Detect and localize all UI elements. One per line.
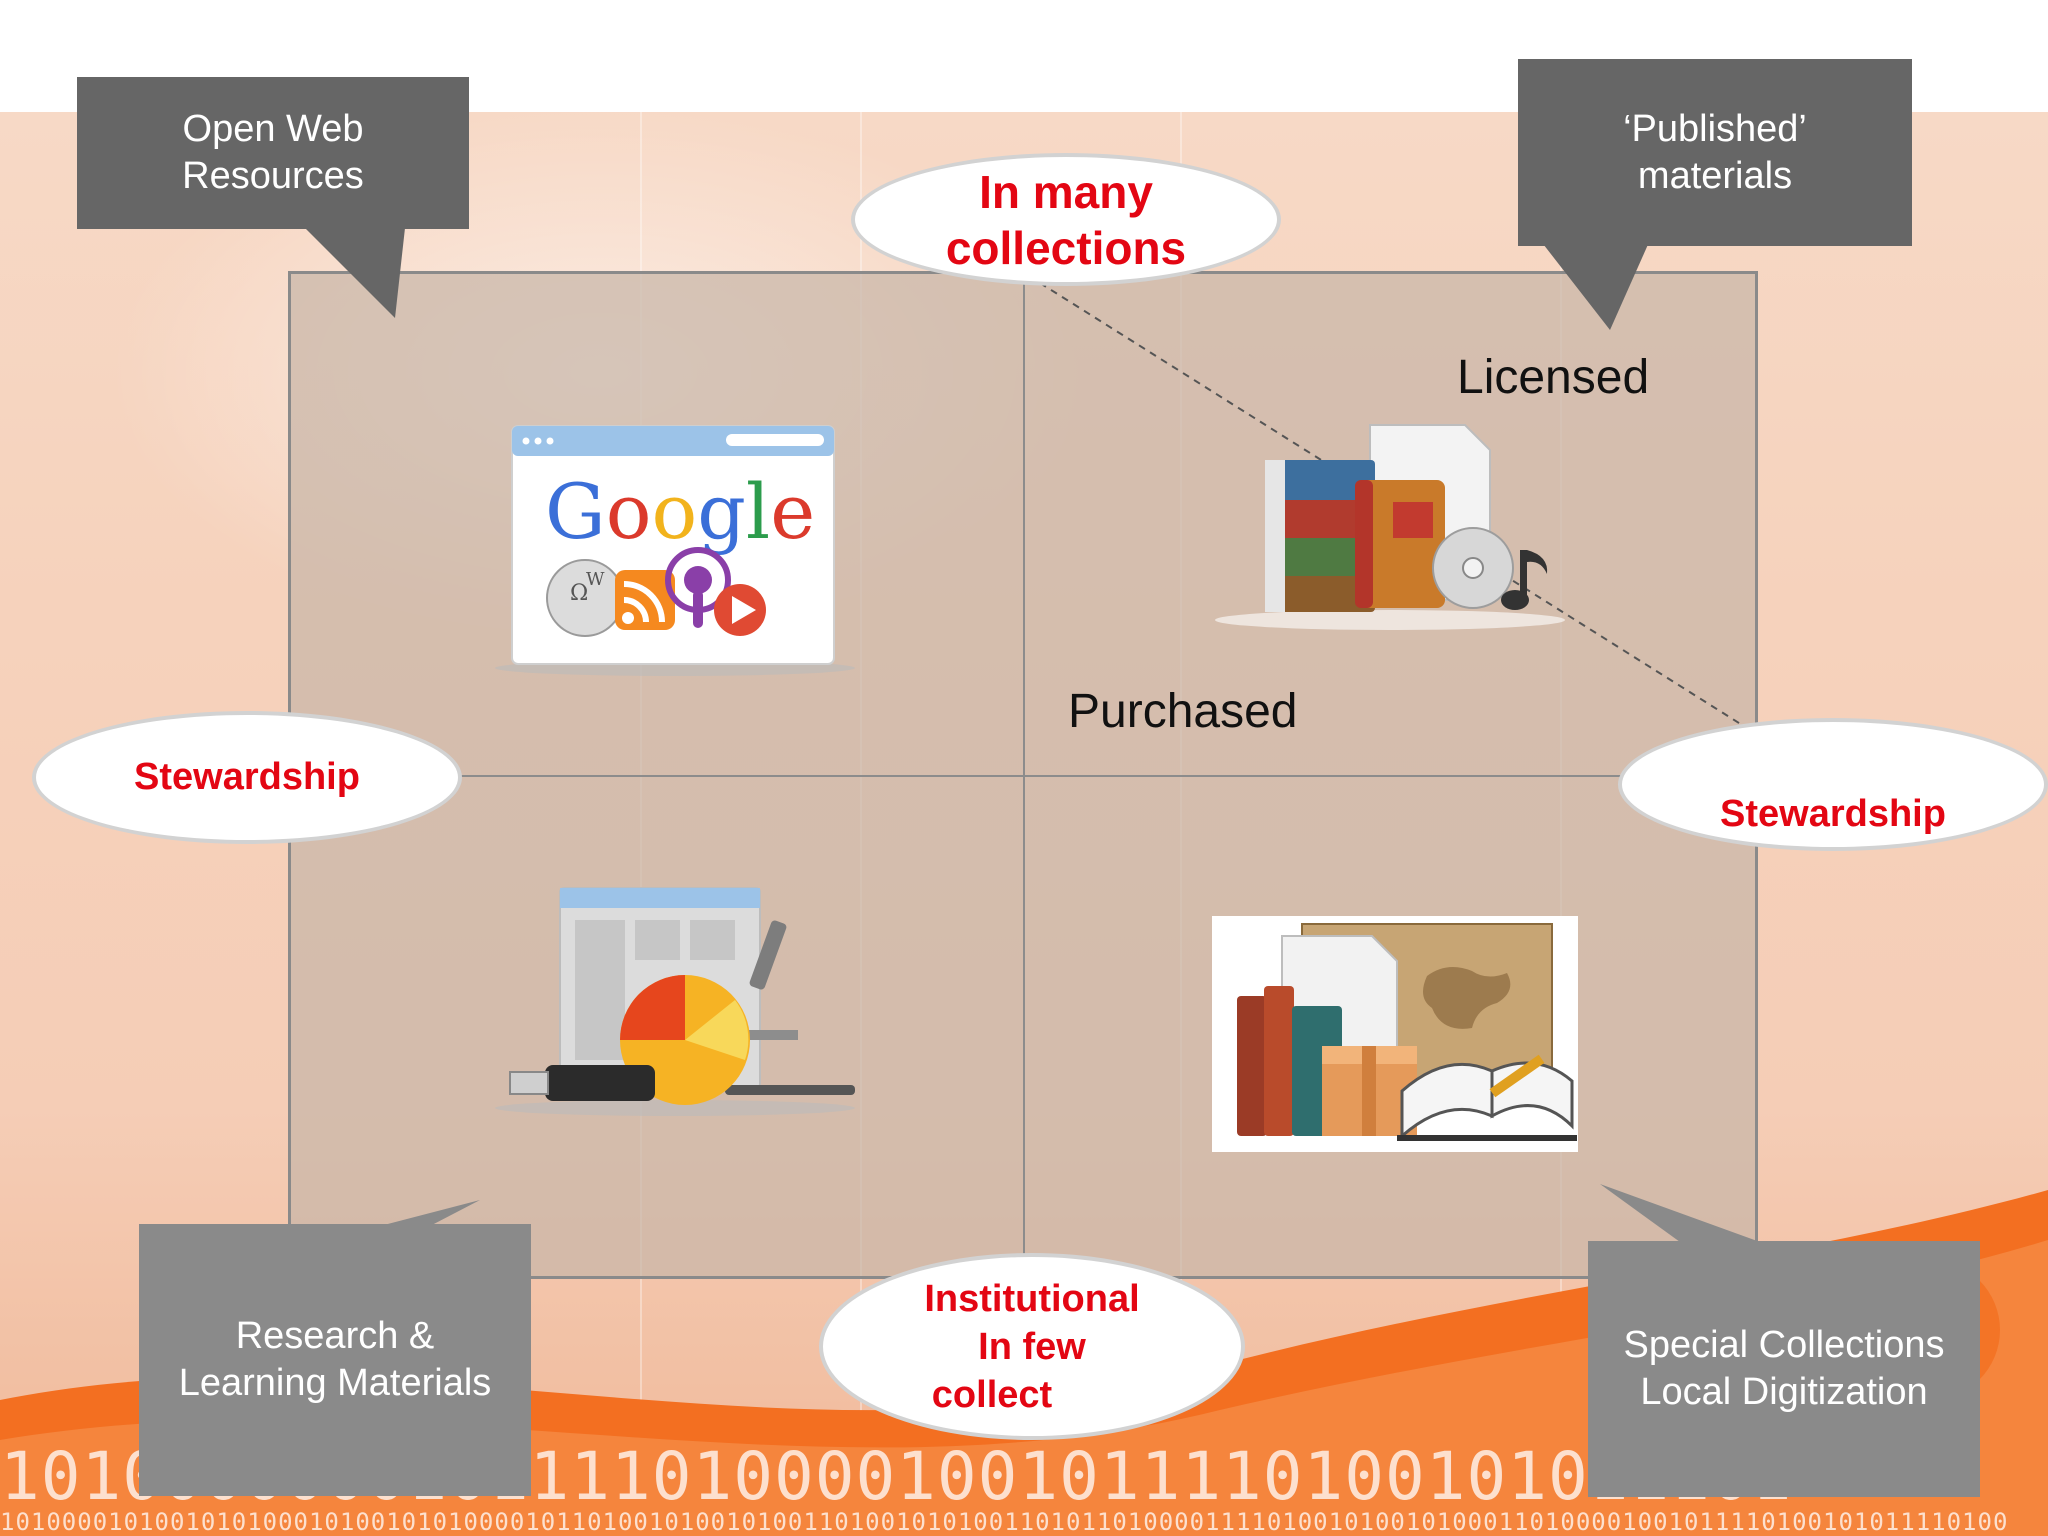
- published-materials-icon: [1215, 424, 1565, 630]
- ellipse-stewardship-right: Stewardship: [1618, 718, 2048, 851]
- horizontal-axis: [288, 775, 1758, 777]
- ellipse-line: Stewardship: [1720, 793, 1946, 835]
- ellipse-line: collect: [931, 1373, 1053, 1416]
- callout-line: Special Collections: [1623, 1324, 1945, 1366]
- ellipse-institutional: Institutional In few collect: [819, 1253, 1245, 1440]
- callout-line: Local Digitization: [1640, 1371, 1928, 1413]
- ellipse-line: In many: [979, 165, 1153, 218]
- callout-line: Open Web: [182, 108, 364, 150]
- callout-line: materials: [1637, 154, 1793, 197]
- callout-line: Research &: [235, 1315, 435, 1357]
- usb-drive-icon: [509, 1065, 655, 1101]
- ellipse-line: collections: [945, 221, 1187, 274]
- svg-text:Ω: Ω: [570, 581, 588, 606]
- music-note-icon: [1501, 550, 1548, 610]
- special-collections-icon: [1212, 916, 1578, 1152]
- svg-text:W: W: [586, 569, 605, 590]
- google-logo: Google: [545, 467, 815, 556]
- books-icon: [1265, 460, 1375, 612]
- callout-published-materials: ‘Published’ materials: [1518, 59, 1912, 246]
- ellipse-line: Institutional: [924, 1277, 1140, 1320]
- callout-line: Resources: [182, 155, 364, 197]
- research-materials-icon: [495, 887, 855, 1116]
- background-binary-small: 1010000101001010100010100101010000101101…: [0, 1508, 2009, 1536]
- callout-open-web-resources: Open Web Resources: [77, 77, 469, 229]
- callout-line: ‘Published’: [1623, 107, 1807, 150]
- label-purchased: Purchased: [1068, 685, 1298, 738]
- callout-line: Learning Materials: [178, 1362, 492, 1404]
- ellipse-stewardship-left: Stewardship: [32, 711, 462, 844]
- ellipse-line: Stewardship: [134, 756, 360, 798]
- ellipse-line: In few: [978, 1325, 1086, 1368]
- pencil-icon: [1489, 1054, 1545, 1098]
- callout-special-collections: Special Collections Local Digitization: [1588, 1241, 1980, 1497]
- callout-research-learning: Research & Learning Materials: [139, 1224, 531, 1496]
- microscope-icon: [725, 920, 855, 1095]
- open-web-icon: Google Ω W: [495, 425, 855, 676]
- ellipse-in-many-collections: In many collections: [851, 153, 1281, 286]
- label-licensed: Licensed: [1457, 351, 1650, 404]
